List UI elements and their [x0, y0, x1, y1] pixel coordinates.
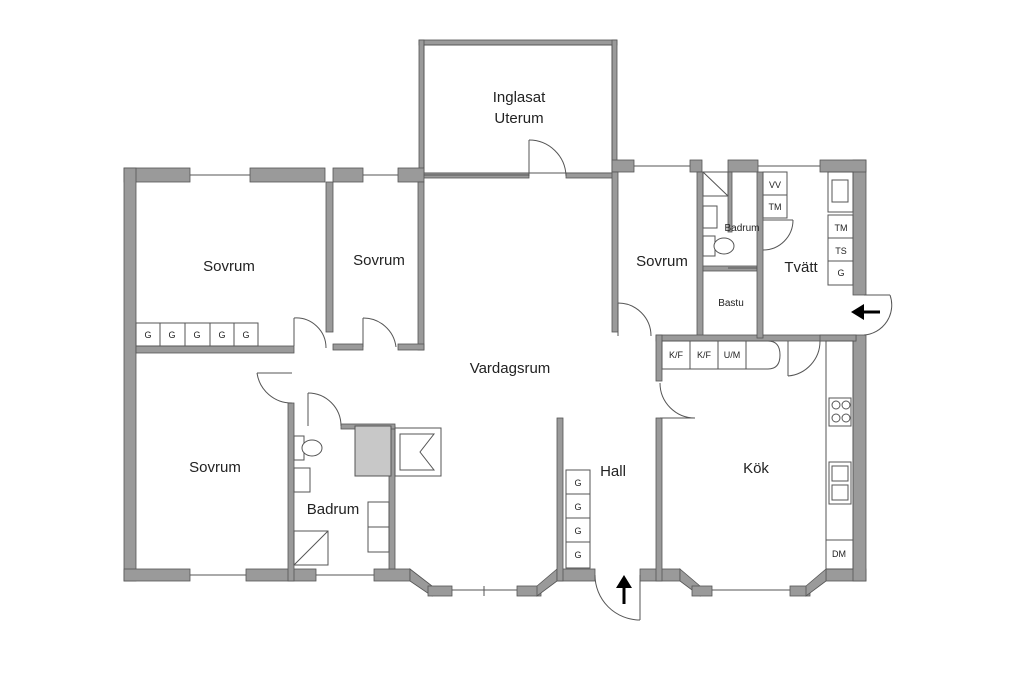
bathroom-small-label: Badrum [724, 223, 759, 234]
bay-window-living [409, 568, 558, 597]
sunroom-label-line1: Inglasat [493, 89, 546, 106]
gas-label: G [574, 550, 581, 560]
gas-label: G [574, 502, 581, 512]
windows [190, 165, 820, 576]
bedroom-sw-label: Sovrum [189, 459, 241, 476]
sunroom [418, 39, 618, 179]
dishwasher-label: DM [832, 549, 846, 559]
fireplace [354, 425, 442, 477]
entrance-arrow-east [851, 304, 880, 320]
gas-label: G [837, 268, 844, 278]
gas-label: G [574, 478, 581, 488]
bathroom-main-label: Badrum [307, 501, 360, 518]
living-room-label: Vardagsrum [470, 360, 551, 377]
sunroom-door [528, 139, 567, 177]
laundry-cabinets: TM TS G [827, 171, 854, 286]
small-bathroom-fixtures [702, 171, 735, 257]
interior-walls [135, 171, 857, 582]
drying-cabinet-label: TS [835, 246, 847, 256]
laundry-label: Tvätt [784, 259, 818, 276]
gas-label: G [242, 330, 249, 340]
gas-label: G [168, 330, 175, 340]
gas-label: G [193, 330, 200, 340]
sunroom-label-line2: Uterum [494, 110, 543, 127]
entrance-arrow-south [616, 575, 632, 604]
gas-label: G [218, 330, 225, 340]
water-heater-box: VV TM [762, 171, 788, 219]
hall-label: Hall [600, 463, 626, 480]
oven-microwave-label: U/M [724, 350, 741, 360]
main-bathroom-fixtures [293, 435, 390, 566]
gas-label: G [144, 330, 151, 340]
bedroom-nw-label: Sovrum [203, 258, 255, 275]
appliance-row: K/F K/F U/M [661, 340, 781, 370]
kitchen-counter: DM [825, 340, 854, 570]
kitchen-label: Kök [743, 460, 769, 477]
hall-wardrobe: G G G G [565, 469, 591, 569]
bedroom-small-label: Sovrum [353, 252, 405, 269]
bay-window-kitchen [679, 568, 827, 597]
sauna-label: Bastu [718, 298, 744, 309]
gas-label: G [574, 526, 581, 536]
fridge-freezer-label: K/F [669, 350, 684, 360]
fridge-freezer-label: K/F [697, 350, 712, 360]
doors [256, 219, 893, 621]
dryer-label: TM [835, 223, 848, 233]
water-heater-label: VV [769, 180, 781, 190]
dryer-label: TM [769, 202, 782, 212]
bedroom-ne-label: Sovrum [636, 253, 688, 270]
radiator-row-nw: G G G G G [135, 322, 259, 347]
